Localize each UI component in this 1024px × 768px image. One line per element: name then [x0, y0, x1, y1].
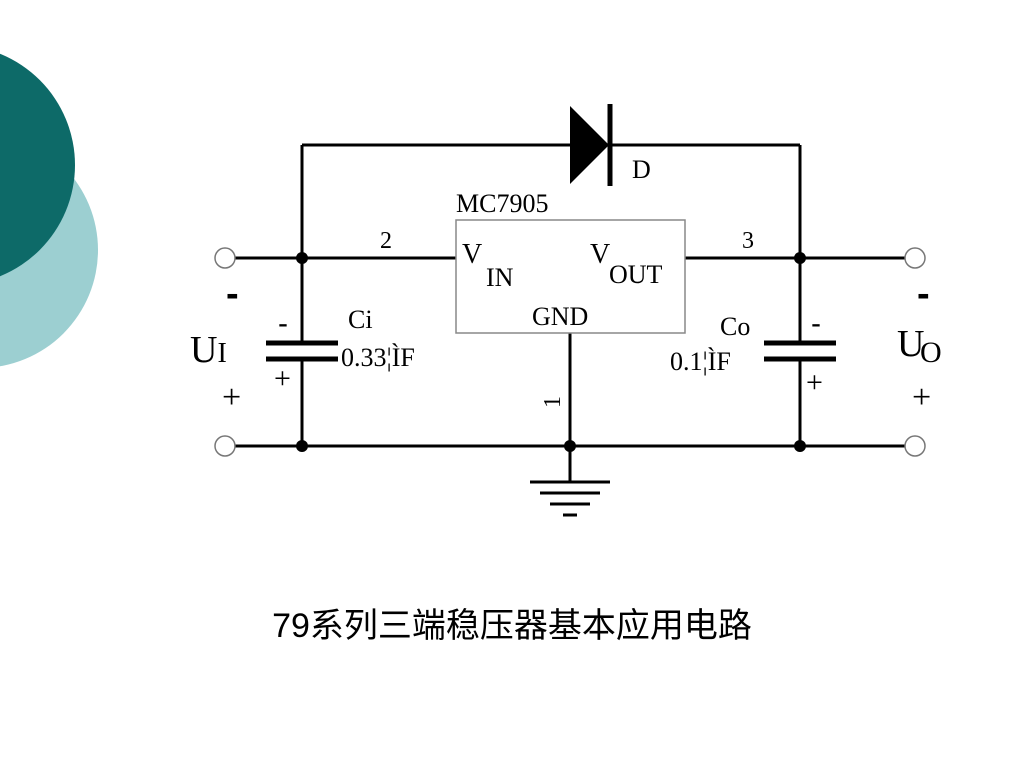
vin-sub: IN: [486, 263, 514, 292]
ci-name: Ci: [348, 305, 373, 334]
ic-box: [455, 219, 686, 334]
uo-sub: O: [920, 336, 942, 369]
ui-plus: +: [222, 379, 241, 416]
pin-out-label: 3: [742, 228, 754, 254]
uo-main: U: [897, 323, 924, 365]
gnd-label: GND: [532, 302, 588, 331]
diode-label: D: [632, 155, 651, 184]
ui-sub: I: [217, 338, 226, 369]
decor-circle-dark: [0, 53, 75, 277]
co-name: Co: [720, 312, 750, 341]
co-value: 0.1¦ÌF: [670, 347, 731, 376]
slide-caption: 79系列三端稳压器基本应用电路: [272, 607, 752, 645]
vin-label: VIN: [462, 239, 514, 292]
ui-label: UI: [190, 329, 227, 371]
diode-symbol: [570, 104, 613, 186]
uo-minus: -: [917, 273, 930, 315]
pin-in-label: 2: [380, 228, 392, 254]
vout-sub: OUT: [609, 260, 663, 289]
vout-v: V: [590, 239, 610, 270]
ui-minus: -: [226, 273, 239, 315]
junction-dots: [296, 252, 806, 452]
vin-v: V: [462, 239, 482, 270]
uo-label: UO: [897, 323, 942, 369]
pin-gnd-label: 1: [540, 396, 566, 408]
ci-value: 0.33¦ÌF: [341, 343, 415, 372]
ground-symbol: [530, 480, 610, 517]
ci-minus: -: [278, 307, 288, 340]
terminals: [214, 247, 926, 457]
ic-name: MC7905: [456, 189, 548, 218]
ci-plus: +: [274, 362, 291, 395]
uo-plus: +: [912, 379, 931, 416]
co-minus: -: [811, 307, 821, 340]
co-plus: +: [806, 366, 823, 399]
capacitor-co: [764, 340, 836, 362]
capacitor-ci: [266, 340, 338, 362]
ui-main: U: [190, 329, 217, 371]
